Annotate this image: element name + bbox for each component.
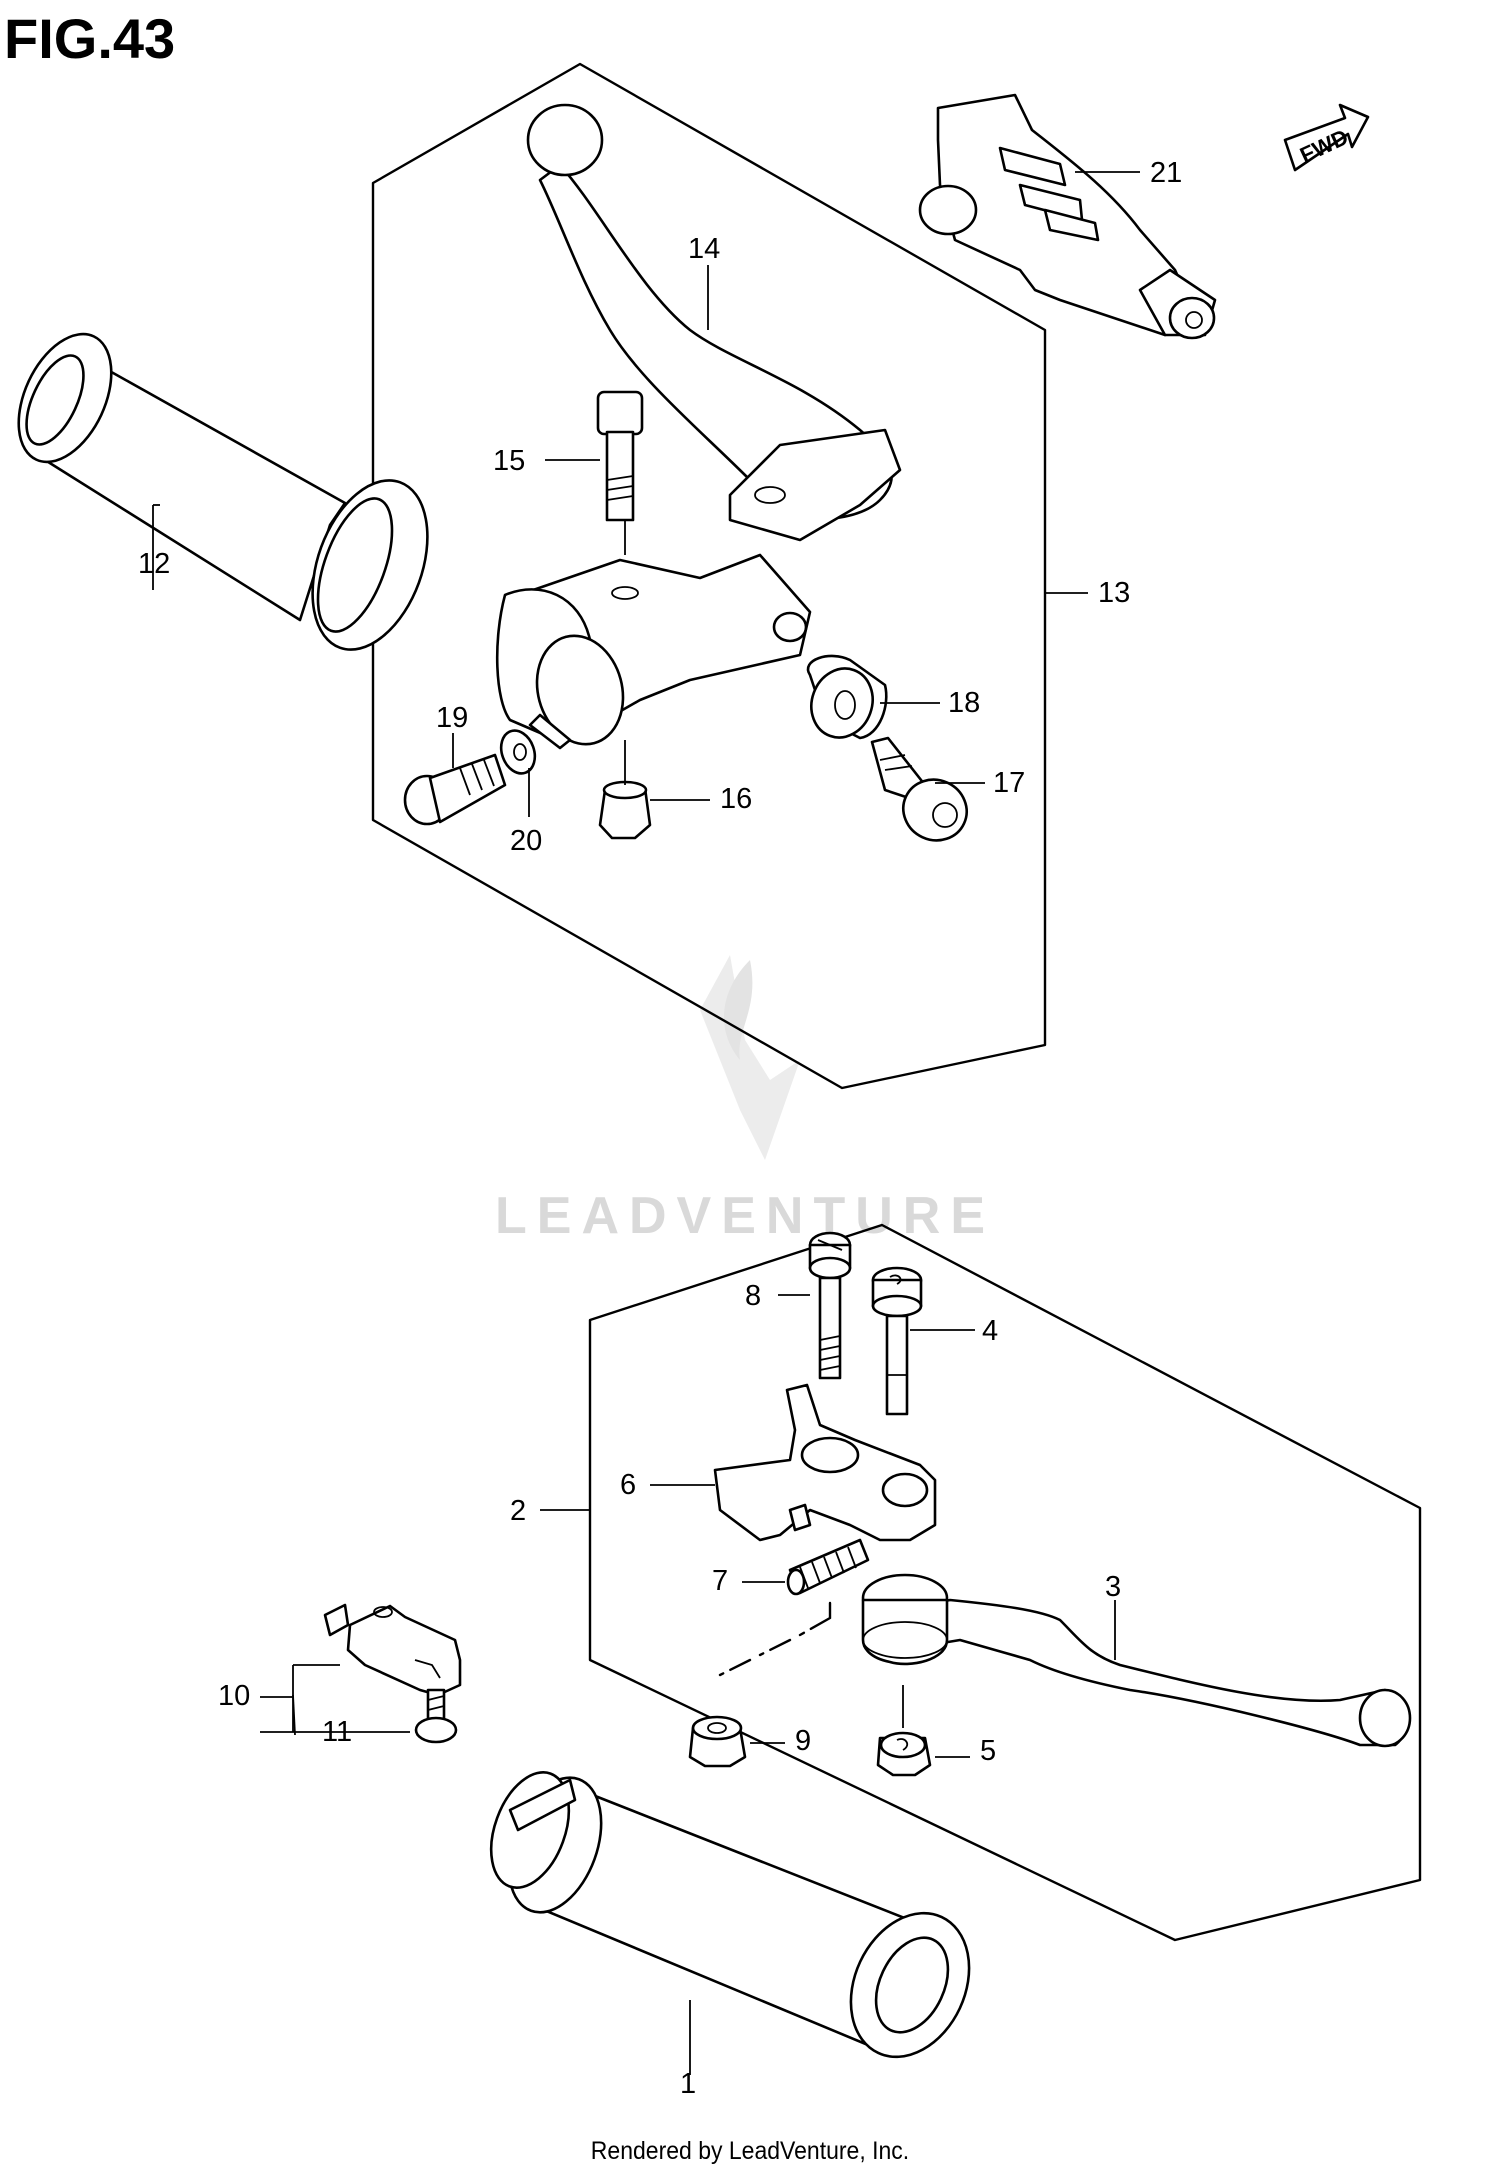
lever-holder-6: [713, 1383, 937, 1542]
callout-21: 21: [1150, 157, 1182, 189]
callout-9: 9: [795, 1725, 811, 1757]
callout-15: 15: [493, 445, 525, 477]
callout-11: 11: [322, 1716, 352, 1748]
lever-holder-13: [495, 553, 812, 750]
callout-6: 6: [620, 1469, 636, 1501]
callout-2: 2: [510, 1495, 526, 1527]
assembly-boundary-13: [371, 62, 1047, 1090]
callout-17: 17: [993, 767, 1025, 799]
throttle-grip-1: [489, 1771, 971, 2059]
washer-20: [499, 729, 537, 775]
callout-8: 8: [745, 1280, 761, 1312]
footer-credit: Rendered by LeadVenture, Inc.: [590, 2137, 910, 2165]
bolt-15: [596, 390, 644, 522]
brake-lever-3: [861, 1573, 1412, 1748]
grip-12: [17, 332, 429, 651]
callout-19: 19: [436, 702, 468, 734]
nut-16: [598, 780, 652, 840]
callout-18: 18: [948, 687, 980, 719]
bolt-8: [808, 1231, 852, 1380]
nut-5: [876, 1731, 932, 1777]
forward-direction-arrow: FWD: [1283, 103, 1370, 172]
brake-switch-10: [323, 1603, 462, 1697]
figure-title: FIG.43: [4, 7, 176, 70]
callout-5: 5: [980, 1735, 996, 1767]
callout-4: 4: [982, 1315, 998, 1347]
adjuster-bolt-17: [870, 736, 968, 842]
callout-13: 13: [1098, 577, 1130, 609]
screw-11: [414, 1688, 458, 1744]
spring-7: [786, 1538, 870, 1596]
callout-14: 14: [688, 233, 720, 265]
callout-3: 3: [1105, 1571, 1121, 1603]
leader-lines-lower: [260, 1294, 1116, 2075]
callout-10: 10: [218, 1680, 250, 1712]
clutch-lever-14: [526, 103, 902, 542]
callout-16: 16: [720, 783, 752, 815]
bolt-4: [871, 1266, 923, 1416]
callout-7: 7: [712, 1565, 728, 1597]
adjuster-sleeve-18: [806, 654, 888, 740]
callout-12: 12: [138, 548, 170, 580]
callout-20: 20: [510, 825, 542, 857]
callout-labels: 1 2 3 4 5 6 7 8 9 10 11 12 13 14 15 16 1…: [138, 157, 1182, 2100]
assembly-boundary-2: [588, 1223, 1422, 1942]
callout-1: 1: [680, 2068, 696, 2100]
leader-lines-upper: [152, 171, 1140, 817]
leadventure-watermark: LEADVENTURE: [495, 955, 995, 1245]
alignment-dash-line: [718, 1601, 832, 1677]
throttle-sleeve-21: [918, 93, 1217, 340]
watermark-text: LEADVENTURE: [495, 1187, 995, 1245]
nut-9: [688, 1715, 747, 1768]
screw-19: [403, 753, 507, 826]
